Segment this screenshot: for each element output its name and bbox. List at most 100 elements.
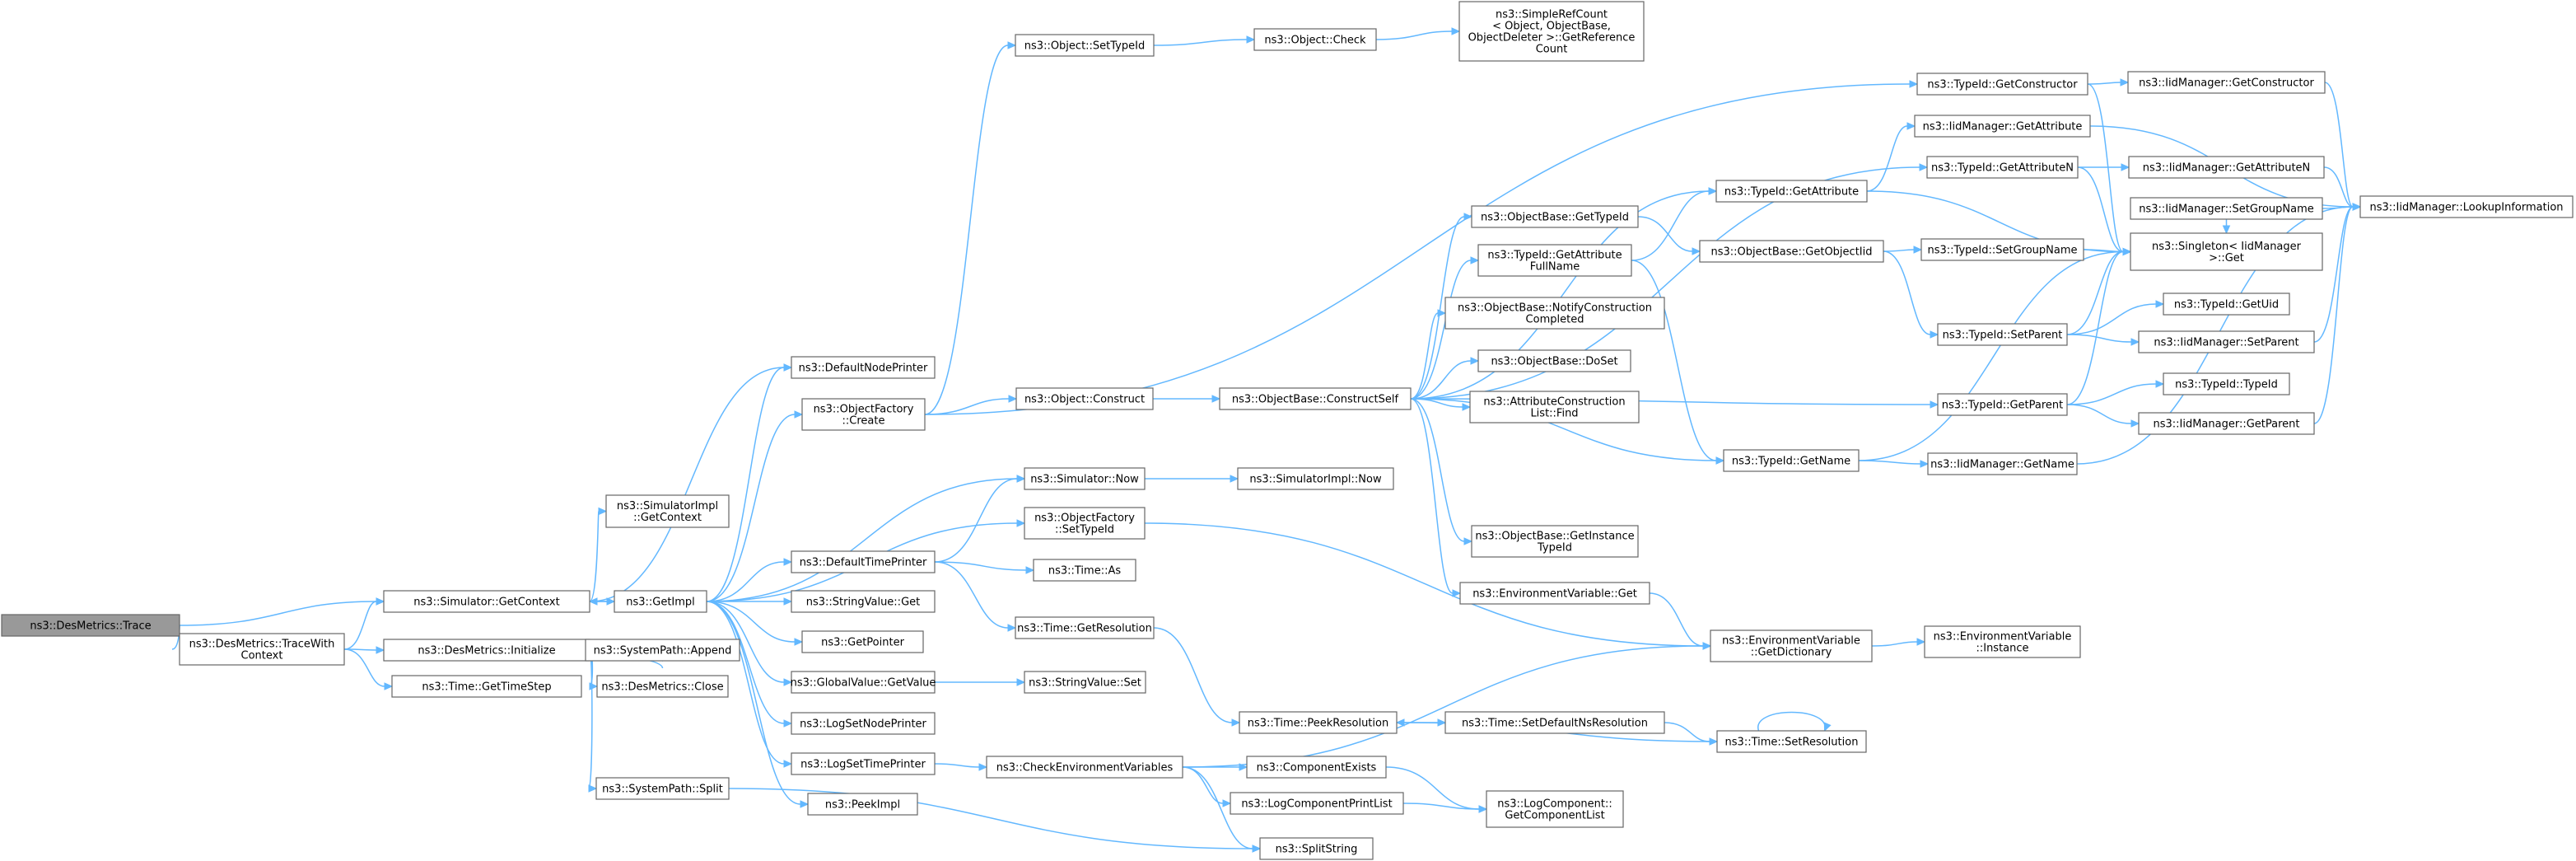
edge-arrowhead bbox=[978, 763, 988, 771]
function-node[interactable]: ns3::DefaultTimePrinter bbox=[791, 550, 936, 573]
node-label: ns3::ObjectBase::DoSet bbox=[1491, 356, 1617, 368]
function-node[interactable]: ns3::Object::Check bbox=[1253, 28, 1377, 51]
node-box bbox=[391, 675, 582, 698]
function-node[interactable]: ns3::Object::SetTypeId bbox=[1015, 34, 1155, 57]
function-node[interactable]: ns3::LogSetTimePrinter bbox=[791, 752, 936, 775]
function-node[interactable]: ns3::LogComponentPrintList bbox=[1230, 792, 1404, 815]
function-node[interactable]: ns3::Time::SetResolution bbox=[1716, 730, 1867, 753]
function-node[interactable]: ns3::IidManager::GetConstructor bbox=[2127, 71, 2326, 94]
function-node[interactable]: ns3::IidManager::GetAttributeN bbox=[2128, 156, 2325, 179]
function-node[interactable]: ns3::DefaultNodePrinter bbox=[791, 356, 936, 379]
function-node[interactable]: ns3::LogComponent::GetComponentList bbox=[1486, 790, 1624, 828]
edge-arrowhead bbox=[2120, 78, 2130, 87]
function-node[interactable]: ns3::TypeId::SetGroupName bbox=[1920, 238, 2084, 261]
edge-line bbox=[706, 601, 796, 643]
function-node[interactable]: ns3::EnvironmentVariable::GetDictionary bbox=[1710, 629, 1873, 662]
function-node[interactable]: ns3::IidManager::LookupInformation bbox=[2359, 195, 2574, 218]
edge-arrowhead bbox=[2222, 225, 2231, 235]
function-node[interactable]: ns3::Time::GetTimeStep bbox=[391, 675, 582, 698]
function-node[interactable]: ns3::Time::As bbox=[1033, 559, 1136, 582]
function-node[interactable]: ns3::ObjectBase::ConstructSelf bbox=[1219, 387, 1412, 410]
node-label: ns3::ComponentExists bbox=[1257, 762, 1377, 774]
function-node[interactable]: ns3::DesMetrics::Initialize bbox=[383, 639, 590, 662]
node-label: ns3::TypeId::SetParent bbox=[1943, 330, 2063, 342]
function-node[interactable]: ns3::ComponentExists bbox=[1246, 756, 1387, 779]
node-label: ns3::Time::GetResolution bbox=[1017, 623, 1152, 635]
function-node[interactable]: ns3::ObjectFactory::Create bbox=[801, 398, 926, 431]
node-label: ObjectDeleter >::GetReference bbox=[1468, 32, 1636, 44]
function-node[interactable]: ns3::IidManager::GetName bbox=[1927, 452, 2078, 475]
node-box bbox=[1477, 244, 1632, 277]
edge-line bbox=[2066, 303, 2157, 335]
function-node[interactable]: ns3::IidManager::GetParent bbox=[2138, 412, 2315, 435]
function-node[interactable]: ns3::Time::GetResolution bbox=[1015, 616, 1155, 639]
function-node[interactable]: ns3::Singleton< IidManager>::Get bbox=[2130, 232, 2323, 271]
function-node[interactable]: ns3::SystemPath::Append bbox=[585, 639, 740, 662]
edge-arrowhead bbox=[1470, 256, 1480, 264]
function-node[interactable]: ns3::Simulator::GetContext bbox=[383, 590, 590, 613]
function-node[interactable]: ns3::PeekImpl bbox=[807, 793, 918, 816]
function-node[interactable]: ns3::Object::Construct bbox=[1015, 387, 1154, 410]
node-label: ns3::ObjectBase::GetObjectIid bbox=[1710, 246, 1872, 259]
function-node[interactable]: ns3::DesMetrics::Close bbox=[596, 675, 729, 698]
edge-line bbox=[588, 649, 593, 789]
function-node[interactable]: ns3::IidManager::GetAttribute bbox=[1914, 115, 2091, 138]
function-node[interactable]: ns3::CheckEnvironmentVariables bbox=[986, 756, 1183, 779]
function-node[interactable]: ns3::TypeId::SetParent bbox=[1937, 323, 2068, 346]
call-edge bbox=[934, 561, 1035, 574]
function-node[interactable]: ns3::SimulatorImpl::Now bbox=[1237, 467, 1394, 490]
function-node[interactable]: ns3::ObjectBase::GetTypeId bbox=[1471, 205, 1639, 228]
node-box bbox=[2163, 372, 2290, 395]
root-function-node[interactable]: ns3::DesMetrics::Trace bbox=[1, 614, 180, 637]
edge-line bbox=[2087, 82, 2121, 85]
function-node[interactable]: ns3::ObjectBase::DoSet bbox=[1477, 349, 1631, 372]
node-box bbox=[1, 614, 180, 637]
function-node[interactable]: ns3::IidManager::SetParent bbox=[2138, 330, 2315, 353]
function-node[interactable]: ns3::LogSetNodePrinter bbox=[791, 712, 936, 735]
function-node[interactable]: ns3::EnvironmentVariable::Instance bbox=[1924, 625, 2081, 658]
node-box bbox=[585, 639, 740, 662]
function-node[interactable]: ns3::Simulator::Now bbox=[1024, 467, 1146, 490]
function-node[interactable]: ns3::ObjectBase::GetObjectIid bbox=[1699, 240, 1884, 263]
edge-line bbox=[1757, 711, 1826, 732]
node-box bbox=[801, 398, 926, 431]
function-node[interactable]: ns3::TypeId::GetParent bbox=[1937, 393, 2068, 416]
function-node[interactable]: ns3::TypeId::GetUid bbox=[2163, 292, 2290, 316]
function-node[interactable]: ns3::ObjectFactory::SetTypeId bbox=[1024, 507, 1146, 540]
node-box bbox=[1458, 1, 1645, 62]
node-box bbox=[1486, 790, 1624, 828]
function-node[interactable]: ns3::SplitString bbox=[1259, 837, 1374, 860]
function-node[interactable]: ns3::StringValue::Set bbox=[1024, 671, 1146, 694]
function-node[interactable]: ns3::TypeId::GetAttributeN bbox=[1926, 156, 2079, 179]
function-node[interactable]: ns3::TypeId::GetName bbox=[1723, 449, 1860, 472]
function-node[interactable]: ns3::EnvironmentVariable::Get bbox=[1459, 582, 1650, 605]
call-edge bbox=[706, 601, 793, 768]
function-node[interactable]: ns3::SimulatorImpl::GetContext bbox=[605, 494, 730, 528]
node-box bbox=[2128, 156, 2325, 179]
function-node[interactable]: ns3::TypeId::GetConstructor bbox=[1916, 73, 2088, 96]
node-box bbox=[2127, 71, 2326, 94]
node-box bbox=[801, 630, 924, 653]
call-edge bbox=[1883, 246, 1923, 254]
function-node[interactable]: ns3::TypeId::GetAttribute bbox=[1715, 180, 1868, 203]
node-label: ns3::PeekImpl bbox=[825, 799, 900, 812]
function-node[interactable]: ns3::Time::PeekResolution bbox=[1239, 711, 1398, 734]
call-edge bbox=[1410, 357, 1480, 400]
function-node[interactable]: ns3::SimpleRefCount< Object, ObjectBase,… bbox=[1458, 1, 1645, 62]
function-node[interactable]: ns3::Time::SetDefaultNsResolution bbox=[1444, 711, 1665, 734]
function-node[interactable]: ns3::GetImpl bbox=[614, 590, 707, 613]
function-node[interactable]: ns3::TypeId::TypeId bbox=[2163, 372, 2290, 395]
function-node[interactable]: ns3::SystemPath::Split bbox=[595, 777, 730, 800]
function-node[interactable]: ns3::IidManager::SetGroupName bbox=[2130, 197, 2323, 220]
edge-arrowhead bbox=[1452, 589, 1462, 597]
function-node[interactable]: ns3::GetPointer bbox=[801, 630, 924, 653]
function-node[interactable]: ns3::StringValue::Get bbox=[791, 590, 936, 613]
function-node[interactable]: ns3::GlobalValue::GetValue bbox=[791, 671, 936, 694]
node-label: ns3::TypeId::GetName bbox=[1732, 456, 1850, 468]
function-node[interactable]: ns3::ObjectBase::NotifyConstructionCompl… bbox=[1444, 297, 1665, 330]
